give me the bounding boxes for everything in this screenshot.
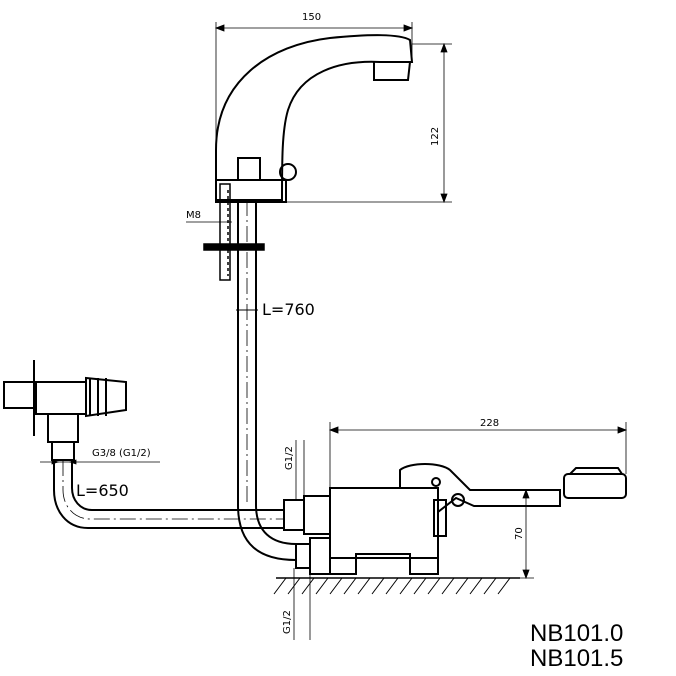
dim-g38: G3/8 (G1/2) — [92, 448, 151, 459]
dim-122: 122 — [430, 127, 441, 146]
spout — [215, 34, 414, 203]
dim-150: 150 — [302, 12, 321, 23]
mounting-stud — [186, 183, 265, 281]
valve-dimensions — [293, 422, 628, 640]
dim-228: 228 — [480, 418, 499, 429]
floor — [273, 577, 520, 595]
dim-70: 70 — [514, 527, 525, 540]
hose-lower — [53, 460, 284, 529]
model-number-2: NB101.5 — [530, 645, 624, 672]
hose-upper — [236, 200, 258, 505]
hose-upper-bend — [237, 504, 297, 561]
spout-dimensions — [214, 22, 452, 204]
dim-g12-bottom: G1/2 — [282, 610, 293, 634]
dim-m8: M8 — [186, 210, 201, 221]
dim-g12-top: G1/2 — [284, 446, 295, 470]
label-l650: L=650 — [76, 481, 129, 500]
foot-valve — [283, 463, 627, 575]
model-number-1: NB101.0 — [530, 620, 624, 647]
angle-valve — [3, 360, 127, 461]
label-l760: L=760 — [262, 300, 315, 319]
